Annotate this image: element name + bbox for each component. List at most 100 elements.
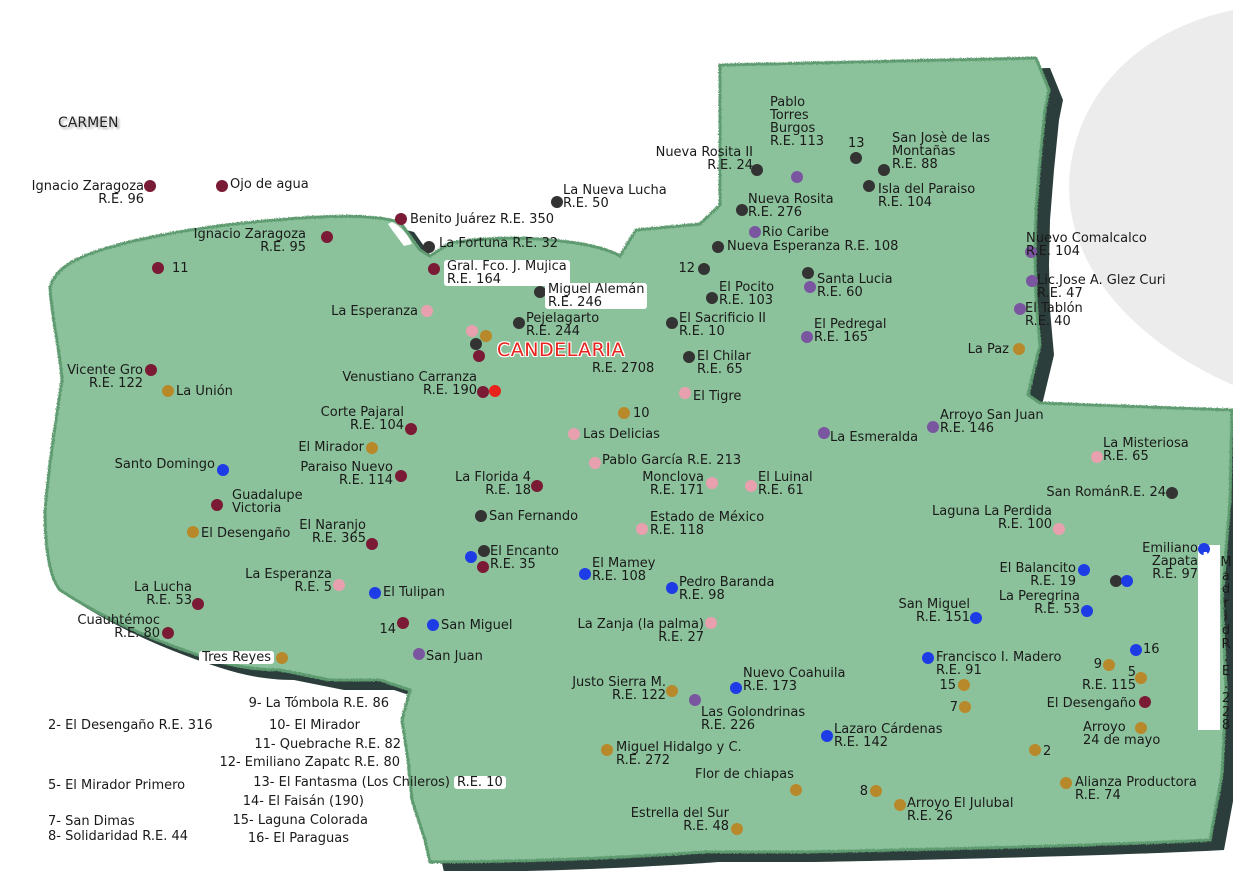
la-florida-marker[interactable] <box>531 480 543 492</box>
la-union-marker[interactable] <box>162 385 174 397</box>
el-naranjo-marker[interactable] <box>366 538 378 550</box>
venustiano-carranza-marker[interactable] <box>477 386 489 398</box>
la-peregrina-marker[interactable] <box>1081 605 1093 617</box>
el-tablon-marker[interactable] <box>1014 303 1026 315</box>
nuevo-comalcalco-marker[interactable] <box>1025 246 1037 258</box>
guadalupe-victoria-marker[interactable] <box>211 499 223 511</box>
nueva-rosita-ii-marker[interactable] <box>751 164 763 176</box>
dot-7-label: 7 <box>949 700 958 715</box>
dot-10-marker[interactable] <box>618 407 630 419</box>
el-sacrificio-marker[interactable] <box>666 317 678 329</box>
estrella-del-sur-marker[interactable] <box>731 823 743 835</box>
dot-9-marker[interactable] <box>1103 659 1115 671</box>
paraiso-nuevo-marker[interactable] <box>395 470 407 482</box>
benito-juarez-marker[interactable] <box>395 213 407 225</box>
el-tulipan-marker[interactable] <box>369 587 381 599</box>
arroyo-24-marker[interactable] <box>1135 722 1147 734</box>
dot-15-marker[interactable] <box>958 679 970 691</box>
santa-lucia-dark-marker[interactable] <box>802 267 814 279</box>
rio-caribe-marker[interactable] <box>749 226 761 238</box>
ignacio-zaragoza-96-marker[interactable] <box>144 180 156 192</box>
san-jose-montanas-marker[interactable] <box>878 164 890 176</box>
la-zanja-marker[interactable] <box>705 617 717 629</box>
monclova-marker[interactable] <box>706 477 718 489</box>
el-desengano-w-marker[interactable] <box>187 526 199 538</box>
el-balancito-marker[interactable] <box>1078 564 1090 576</box>
la-esmeralda-marker[interactable] <box>818 427 830 439</box>
dot-16-marker[interactable] <box>1130 644 1142 656</box>
san-miguel-e-marker[interactable] <box>970 612 982 624</box>
el-mirador-marker[interactable] <box>366 442 378 454</box>
corte-pajaral-label: Corte Pajaral R.E. 104 <box>320 405 404 433</box>
las-delicias-marker[interactable] <box>568 428 580 440</box>
flor-de-chiapas-marker[interactable] <box>790 784 802 796</box>
la-nueva-lucha-marker[interactable] <box>551 196 563 208</box>
laguna-perdida-marker[interactable] <box>1053 523 1065 535</box>
nuevo-coahuila-marker[interactable] <box>730 682 742 694</box>
la-fortuna-marker[interactable] <box>423 241 435 253</box>
santa-lucia-marker[interactable] <box>804 281 816 293</box>
cuauhtemoc-marker[interactable] <box>162 627 174 639</box>
ojo-de-agua-marker[interactable] <box>216 180 228 192</box>
candelaria-gold-marker[interactable] <box>480 330 492 342</box>
pablo-torres-marker[interactable] <box>791 171 803 183</box>
lazaro-cardenas-marker[interactable] <box>821 730 833 742</box>
santo-domingo-marker[interactable] <box>217 464 229 476</box>
el-encanto-blue-marker[interactable] <box>465 551 477 563</box>
emiliano-zapata-dark-marker[interactable] <box>1110 575 1122 587</box>
emiliano-zapata-blue2-marker[interactable] <box>1121 575 1133 587</box>
emiliano-zapata-marker[interactable] <box>1198 543 1210 555</box>
isla-paraiso-marker[interactable] <box>863 180 875 192</box>
el-pedregal-marker[interactable] <box>801 331 813 343</box>
el-encanto-marker[interactable] <box>478 545 490 557</box>
corte-pajaral-marker[interactable] <box>405 423 417 435</box>
dot-14-marker[interactable] <box>397 617 409 629</box>
san-juan-marker[interactable] <box>413 648 425 660</box>
la-paz-marker[interactable] <box>1013 343 1025 355</box>
miguel-hidalgo-marker[interactable] <box>601 744 613 756</box>
las-golondrinas-marker[interactable] <box>689 694 701 706</box>
el-luinal-marker[interactable] <box>745 480 757 492</box>
san-roman-marker[interactable] <box>1166 487 1178 499</box>
nueva-rosita-marker[interactable] <box>736 204 748 216</box>
san-fernando-marker[interactable] <box>475 510 487 522</box>
el-chilar-marker[interactable] <box>683 351 695 363</box>
dot-13-marker[interactable] <box>850 152 862 164</box>
dot-2-marker[interactable] <box>1029 744 1041 756</box>
estado-de-mexico-marker[interactable] <box>636 523 648 535</box>
dot-12-marker[interactable] <box>698 263 710 275</box>
dot-11-marker[interactable] <box>152 262 164 274</box>
candelaria-maroon-marker[interactable] <box>473 350 485 362</box>
dot-7-marker[interactable] <box>959 701 971 713</box>
alianza-productora-marker[interactable] <box>1060 777 1072 789</box>
san-miguel-w-marker[interactable] <box>427 619 439 631</box>
gral-mujica-marker[interactable] <box>428 263 440 275</box>
la-misteriosa-marker[interactable] <box>1091 451 1103 463</box>
miguel-aleman-marker[interactable] <box>534 286 546 298</box>
candelaria-dark-marker[interactable] <box>470 338 482 350</box>
lic-jose-marker[interactable] <box>1026 275 1038 287</box>
candelaria-pink-marker[interactable] <box>466 325 478 337</box>
nueva-esperanza-marker[interactable] <box>712 241 724 253</box>
dot-5-marker[interactable] <box>1135 672 1147 684</box>
vicente-gro-marker[interactable] <box>145 364 157 376</box>
pablo-garcia-marker[interactable] <box>589 457 601 469</box>
el-encanto-maroon-marker[interactable] <box>477 561 489 573</box>
arroyo-julubal-marker[interactable] <box>894 799 906 811</box>
la-lucha-marker[interactable] <box>192 598 204 610</box>
el-tigre-marker[interactable] <box>679 387 691 399</box>
pejelagarto-marker[interactable] <box>513 317 525 329</box>
justo-sierra-marker[interactable] <box>666 685 678 697</box>
pedro-baranda-marker[interactable] <box>666 582 678 594</box>
arroyo-san-juan-marker[interactable] <box>927 421 939 433</box>
venustiano-red-marker[interactable] <box>489 385 501 397</box>
ignacio-zaragoza-95-marker[interactable] <box>321 231 333 243</box>
el-pocito-marker[interactable] <box>706 292 718 304</box>
el-mamey-marker[interactable] <box>579 568 591 580</box>
la-esperanza-s-marker[interactable] <box>333 579 345 591</box>
dot-8-marker[interactable] <box>870 785 882 797</box>
el-desengano-e-marker[interactable] <box>1139 696 1151 708</box>
tres-reyes-marker[interactable] <box>276 652 288 664</box>
la-esperanza-n-marker[interactable] <box>421 305 433 317</box>
francisco-madero-marker[interactable] <box>922 652 934 664</box>
